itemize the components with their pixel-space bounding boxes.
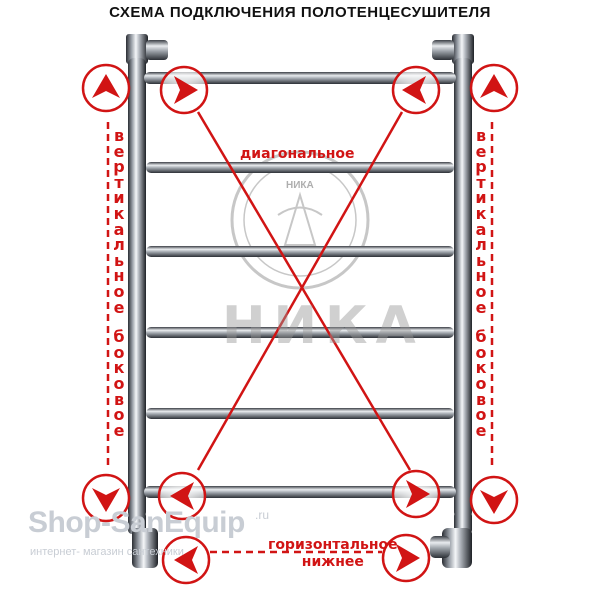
- arrow-right-inner-top: [391, 65, 441, 115]
- brand-logo-text: НИКА: [222, 296, 424, 356]
- arrow-right-outer-bottom: [469, 475, 519, 525]
- top-left-fitting: [126, 34, 168, 64]
- top-right-fitting: [432, 34, 474, 64]
- arrow-bottom-left: [161, 535, 211, 585]
- arrow-up-icon: [480, 74, 508, 98]
- arrow-bottom-right: [381, 533, 431, 583]
- left-vertical-pipe: [128, 58, 146, 518]
- bottom-left-fitting: [128, 512, 158, 568]
- arrow-left-icon: [170, 482, 194, 510]
- vertical-guide-lines: [106, 122, 494, 466]
- arrow-down-icon: [480, 490, 508, 514]
- arrow-left-icon: [402, 76, 426, 104]
- diagonal-cross-lines: [196, 111, 412, 471]
- arrow-left-inner-bottom: [157, 471, 207, 521]
- arrow-right-icon: [174, 76, 198, 104]
- horizontal-word: горизонтальное: [268, 537, 398, 553]
- seal-logo-text: НИКА: [286, 180, 314, 191]
- watermark-tagline: интернет- магазин сантехники: [30, 546, 184, 558]
- arrow-down-icon: [92, 488, 120, 512]
- bottom-right-fitting: [430, 512, 472, 568]
- arrow-left-icon: [174, 546, 198, 574]
- arrow-left-outer-top: [81, 63, 131, 113]
- arrow-right-outer-top: [469, 63, 519, 113]
- bottom-word: нижнее: [301, 554, 364, 570]
- arrow-right-inner-bottom: [391, 469, 441, 519]
- diagonal-label: диагональное: [240, 146, 355, 162]
- horizontal-label: горизонтальное нижнее: [268, 537, 398, 571]
- diagram-title: СХЕМА ПОДКЛЮЧЕНИЯ ПОЛОТЕНЦЕСУШИТЕЛЯ: [109, 4, 491, 21]
- arrow-up-icon: [92, 74, 120, 98]
- arrow-left-inner-top: [159, 65, 209, 115]
- arrow-right-icon: [396, 544, 420, 572]
- watermark-tld: .ru: [255, 508, 270, 522]
- arrow-left-outer-bottom: [81, 473, 131, 523]
- arrow-right-icon: [406, 480, 430, 508]
- watermark-brand: Shop-SanEquip: [28, 506, 245, 539]
- right-vertical-pipe: [454, 58, 472, 518]
